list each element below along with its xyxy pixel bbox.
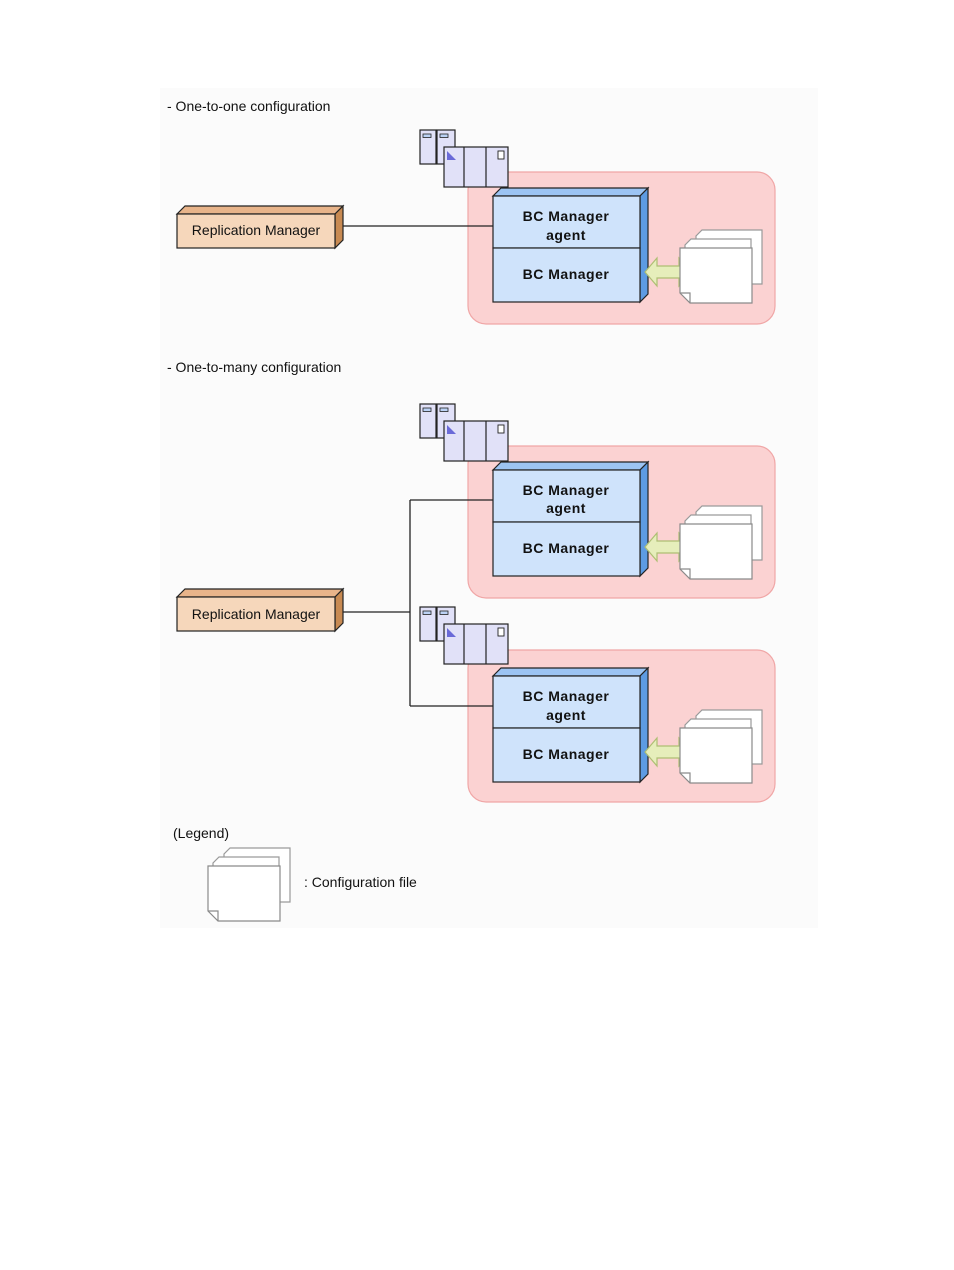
legend-config-file-label: : Configuration file xyxy=(304,874,417,890)
bc-manager-agent-label-line2: agent xyxy=(546,500,586,516)
replication-manager-label: Replication Manager xyxy=(192,606,321,622)
bc-manager-stack xyxy=(493,462,648,576)
bc-manager-agent-label-line2: agent xyxy=(546,227,586,243)
config-file-icon xyxy=(680,230,762,303)
heading-one-to-many: - One-to-many configuration xyxy=(167,359,341,375)
bc-manager-stack xyxy=(493,668,648,782)
heading-one-to-one: - One-to-one configuration xyxy=(167,98,330,114)
bc-manager-label: BC Manager xyxy=(523,540,610,556)
bc-manager-agent-label: BC Manager xyxy=(523,688,610,704)
legend-title: (Legend) xyxy=(173,825,229,841)
replication-manager-label: Replication Manager xyxy=(192,222,321,238)
bc-manager-agent-label: BC Manager xyxy=(523,482,610,498)
config-file-icon xyxy=(680,506,762,579)
bc-manager-stack xyxy=(493,188,648,302)
config-file-icon xyxy=(208,848,290,921)
config-file-icon xyxy=(680,710,762,783)
bc-manager-agent-label-line2: agent xyxy=(546,707,586,723)
bc-manager-agent-label: BC Manager xyxy=(523,208,610,224)
bc-manager-label: BC Manager xyxy=(523,746,610,762)
bc-manager-label: BC Manager xyxy=(523,266,610,282)
